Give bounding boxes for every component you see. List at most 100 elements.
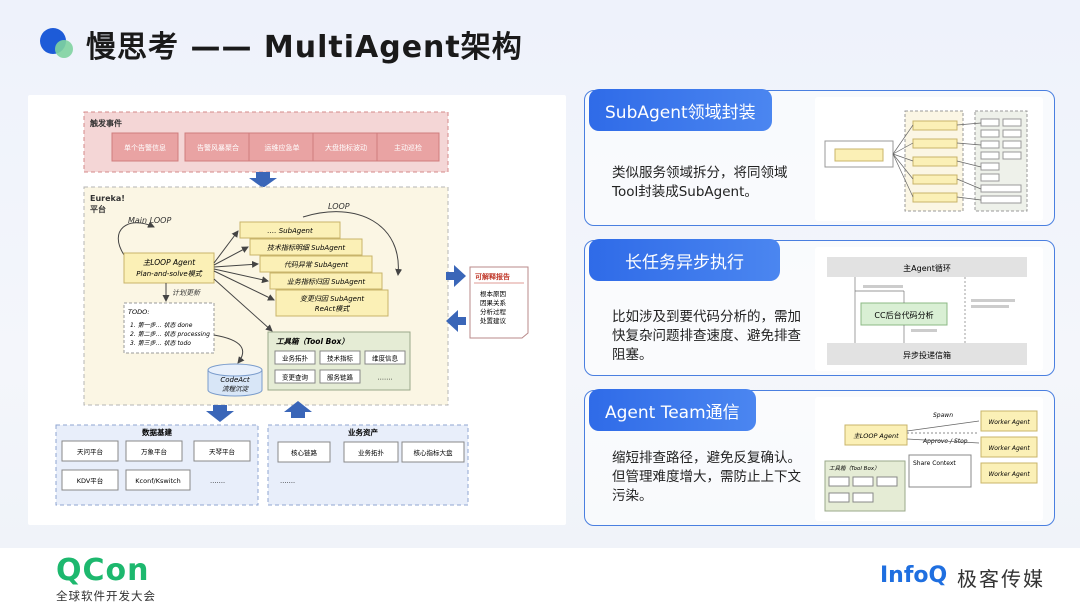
async-figure: 主Agent循环 CC后台代码分析 异步投递信箱 <box>827 257 1027 365</box>
approve-label: Approve / Stop <box>922 438 968 445</box>
card-description: 缩短排查路径，避免反复确认。但管理难度增大，需防止上下文污染。 <box>612 450 801 504</box>
card-description: 比如涉及到要代码分析的，需加快复杂问题排查速度、避免排查阻塞。 <box>612 309 801 363</box>
up-arrow-icon <box>284 401 312 418</box>
team-main-agent: 主LOOP Agent <box>853 432 899 440</box>
business-assets-item: 核心指标大盘 <box>414 448 454 457</box>
trigger-item: 单个告警信息 <box>124 143 166 152</box>
down-arrow-icon <box>206 405 234 422</box>
title-logo-dot-accent <box>55 40 73 58</box>
infoq-logo: InfoQ <box>880 563 948 588</box>
report-title: 可解释报告 <box>475 272 510 281</box>
card-figure: 主LOOP Agent 工具箱（Tool Box） Spawn Approve … <box>815 397 1043 521</box>
trigger-item: 主动巡检 <box>394 143 422 152</box>
toolbox-title: 工具箱（Tool Box） <box>276 337 349 346</box>
trigger-item: 运维应急单 <box>265 143 300 152</box>
tool-item: 技术指标 <box>327 354 354 363</box>
subagent-stack: …. SubAgent 技术指标明细 SubAgent 代码异常 SubAgen… <box>239 221 389 317</box>
data-base-item: 天琴平台 <box>209 447 235 456</box>
data-base-box <box>55 424 259 506</box>
report-item: 因果关系 <box>480 298 507 307</box>
down-arrow-icon <box>249 172 277 188</box>
data-base-title: 数据基建 <box>142 427 172 437</box>
report-box <box>469 266 529 339</box>
main-loop-agent-mode: Plan-and-solve模式 <box>136 270 202 278</box>
team-toolbox: 工具箱（Tool Box） <box>829 465 880 472</box>
card-figure <box>815 97 1043 221</box>
subagent-label: 业务指标归因 SubAgent <box>287 278 366 286</box>
main-loop-agent-label: 主LOOP Agent <box>143 258 196 267</box>
card-async-long-task: 长任务异步执行 比如涉及到要代码分析的，需加快复杂问题排查速度、避免排查阻塞。 … <box>584 239 1055 376</box>
codeact-label: CodeAct <box>220 376 250 384</box>
platform-label-sub: 平台 <box>90 204 106 214</box>
page-title: 慢思考 —— MultiAgent架构 <box>86 30 523 65</box>
card-agent-team: Agent Team通信 缩短排查路径，避免反复确认。但管理难度增大，需防止上下… <box>584 389 1055 526</box>
worker-agent: Worker Agent <box>988 419 1030 426</box>
tool-item: 维度信息 <box>372 354 399 363</box>
plan-update-label: 计划更新 <box>172 289 201 297</box>
codeact-cylinder <box>207 370 263 397</box>
architecture-diagram: 触发事件 单个告警信息 告警风暴聚合 运维应急单 大盘指标波动 主动巡检 Eur… <box>55 111 529 506</box>
data-base-item: 天问平台 <box>77 447 103 456</box>
data-base-item: Kconf/Kswitch <box>135 477 180 485</box>
report-item: 处置建议 <box>480 316 507 325</box>
qcon-logo: QCon <box>56 553 150 588</box>
share-context-label: Share Context <box>913 460 956 467</box>
subagent-mode: ReAct模式 <box>315 305 351 313</box>
qcon-subtitle: 全球软件开发大会 <box>56 589 156 603</box>
main-loop-label: Main LOOP <box>128 216 171 225</box>
architecture-diagram-panel: 触发事件 单个告警信息 告警风暴聚合 运维应急单 大盘指标波动 主动巡检 Eur… <box>28 95 566 525</box>
tool-item: 变更查询 <box>282 373 309 382</box>
todo-title: TODO: <box>128 308 150 316</box>
subagent-label: …. SubAgent <box>267 227 313 235</box>
subagent-figure <box>824 110 1028 212</box>
tool-item: 服务链路 <box>327 373 354 382</box>
subagent-label: 技术指标明细 SubAgent <box>267 244 346 252</box>
trigger-item: 告警风暴聚合 <box>197 143 239 152</box>
business-assets-item: 核心链路 <box>291 448 318 457</box>
card-subagent-encapsulation: SubAgent领域封装 类似服务领域拆分，将同领域Tool封装成SubAgen… <box>584 89 1055 226</box>
trigger-items: 单个告警信息 告警风暴聚合 运维应急单 大盘指标波动 主动巡检 <box>111 132 440 162</box>
todo-item: 3. 第三步… 状态 todo <box>130 339 191 347</box>
main-loop-agent-box <box>123 252 215 284</box>
card-tag: SubAgent领域封装 <box>589 89 772 131</box>
platform-label: Eureka! <box>90 194 125 203</box>
business-assets-title: 业务资产 <box>348 427 378 437</box>
trigger-item-box <box>184 132 252 162</box>
tool-item: ……. <box>377 374 392 382</box>
trigger-item-box <box>312 132 380 162</box>
todo-item: 2. 第二步… 状态 processing <box>130 330 210 338</box>
subagent-label: 变更归因 SubAgent <box>300 295 365 303</box>
subagent-label: 代码异常 SubAgent <box>284 261 349 269</box>
tool-item: 业务拓扑 <box>282 354 309 363</box>
trigger-item-box <box>111 132 179 162</box>
trigger-item: 大盘指标波动 <box>325 143 367 152</box>
geek-media-logo: 极客传媒 <box>957 567 1045 591</box>
card-figure: 主Agent循环 CC后台代码分析 异步投递信箱 <box>815 247 1043 371</box>
report-item: 分析过程 <box>480 307 507 316</box>
trigger-item-box <box>376 132 440 162</box>
footer <box>0 548 1080 608</box>
cc-analysis-label: CC后台代码分析 <box>874 310 933 320</box>
async-mailbox-label: 异步投递信箱 <box>903 350 951 360</box>
todo-item: 1. 第一步… 状态 done <box>130 321 193 329</box>
business-assets-box <box>267 424 469 506</box>
data-base-item: KDV平台 <box>77 476 104 485</box>
right-arrow-icon <box>446 265 466 287</box>
report-item: 根本原因 <box>480 289 506 298</box>
trigger-item-box <box>248 132 316 162</box>
data-base-item: 万象平台 <box>141 447 167 456</box>
codeact-sub: 流程沉淀 <box>222 385 250 393</box>
card-description: 类似服务领域拆分，将同领域Tool封装成SubAgent。 <box>612 165 788 200</box>
left-arrow-icon <box>446 310 466 332</box>
trigger-events-label: 触发事件 <box>90 118 122 128</box>
todo-box <box>123 302 215 354</box>
spawn-label: Spawn <box>933 412 953 419</box>
data-base-item: ……. <box>210 477 225 485</box>
worker-agent: Worker Agent <box>988 471 1030 478</box>
business-assets-item: ……. <box>280 477 295 485</box>
main-agent-loop-label: 主Agent循环 <box>903 263 951 273</box>
loop-label: LOOP <box>328 202 350 211</box>
business-assets-item: 业务拓扑 <box>358 448 385 457</box>
card-tag: Agent Team通信 <box>589 389 756 431</box>
agent-team-figure: 主LOOP Agent 工具箱（Tool Box） Spawn Approve … <box>824 410 1038 512</box>
